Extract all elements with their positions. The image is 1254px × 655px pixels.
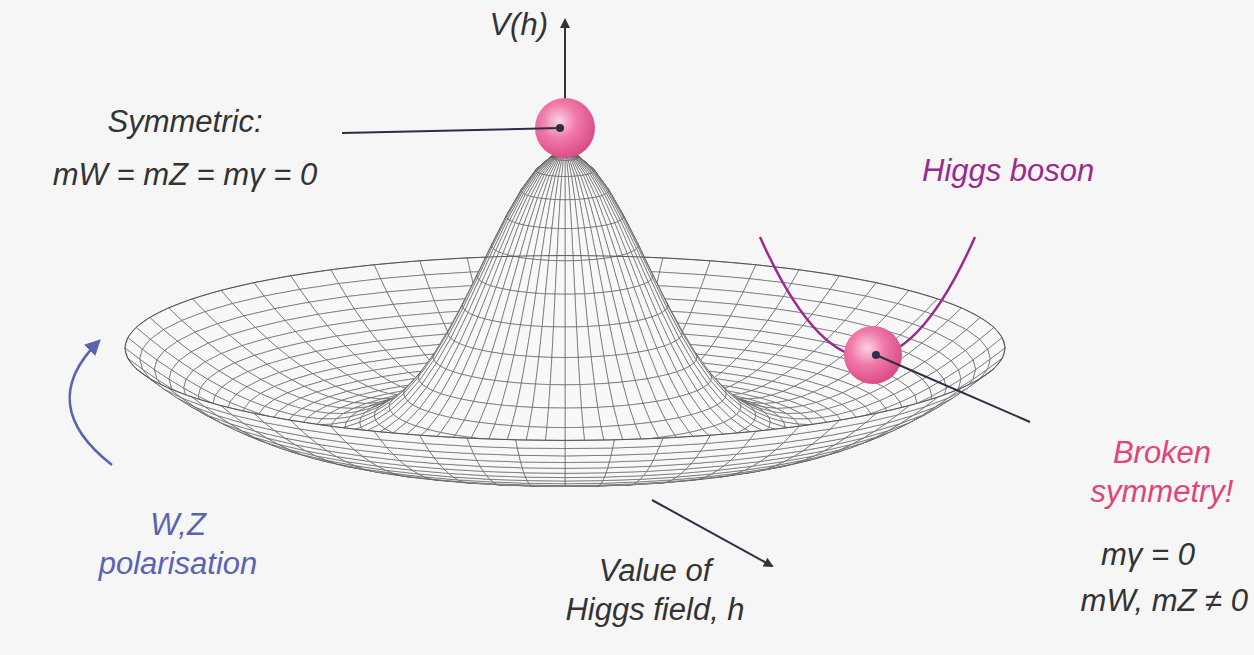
- mass-note: mW = mZ = mγ = 0: [10, 156, 360, 195]
- surface-cell: [791, 420, 839, 435]
- leader-dot: [556, 124, 564, 132]
- surface-cell: [539, 327, 554, 358]
- surface-cell: [565, 327, 578, 358]
- surface-cell: [898, 397, 938, 415]
- mass-note: mγ = 0: [1048, 536, 1248, 575]
- surface-cell: [291, 420, 339, 435]
- surface-cell: [581, 407, 601, 427]
- surface-cell: [542, 294, 555, 327]
- surface-rim: [125, 256, 1005, 441]
- surface-cell: [577, 327, 592, 358]
- surface-cell: [374, 431, 424, 443]
- surface-cell: [565, 448, 613, 456]
- surface-cell: [547, 408, 565, 428]
- polarisation-label: W,Z polarisation: [95, 506, 261, 584]
- surface-cell: [565, 385, 581, 409]
- surface-cell: [519, 455, 565, 462]
- surface-cell: [750, 426, 800, 440]
- leader-line: [876, 355, 1030, 422]
- surface-cell: [560, 177, 565, 200]
- surface-cell: [192, 397, 232, 415]
- surface-cell: [522, 468, 565, 474]
- surface-cell: [331, 426, 381, 440]
- surface-cell: [562, 161, 565, 177]
- surface-cell: [565, 161, 568, 177]
- surface-cell: [565, 261, 575, 295]
- surface-cell: [565, 468, 608, 474]
- surface-cell: [128, 358, 151, 379]
- surface-cell: [565, 440, 614, 449]
- field-ball-trough: [844, 326, 902, 384]
- surface-cell: [517, 448, 565, 456]
- state-label: Symmetric:: [20, 103, 350, 142]
- surface-cell: [529, 407, 549, 427]
- axis-label: V(h): [440, 6, 548, 45]
- surface-cell: [565, 294, 577, 327]
- surface-cell: [565, 357, 580, 384]
- surface-cell: [565, 177, 570, 200]
- surface-cell: [550, 357, 565, 384]
- surface-cell: [706, 431, 756, 443]
- surface-cell: [555, 261, 565, 295]
- surface-cell: [532, 384, 550, 408]
- potential-surface: [125, 153, 1005, 486]
- surface-cell: [516, 440, 565, 449]
- surface-cell: [521, 462, 565, 468]
- surface-cell: [565, 462, 609, 468]
- leader-line: [342, 128, 560, 133]
- surface-cell: [565, 200, 572, 229]
- leader-dot: [872, 351, 880, 359]
- surface-cell: [980, 358, 1003, 379]
- state-label: Broken symmetry!: [1076, 434, 1248, 512]
- surface-cell: [565, 408, 583, 428]
- surface-cell: [598, 406, 619, 426]
- surface-cell: [578, 357, 594, 385]
- surface-cell: [554, 294, 566, 327]
- surface-cell: [512, 406, 533, 426]
- surface-cell: [536, 357, 552, 385]
- surface-cell: [558, 200, 565, 229]
- axis-label: Value of Higgs field, h: [560, 552, 750, 630]
- surface-cell: [549, 385, 565, 409]
- surface-cell: [580, 384, 598, 408]
- surface-cell: [552, 327, 565, 358]
- rotation-arrow: [70, 342, 112, 465]
- surface-cell: [565, 455, 611, 462]
- potential-axis: [564, 20, 566, 100]
- particle-label: Higgs boson: [922, 152, 1094, 191]
- mass-note: mW, mZ ≠ 0: [1008, 582, 1248, 621]
- surface-cell: [575, 294, 588, 327]
